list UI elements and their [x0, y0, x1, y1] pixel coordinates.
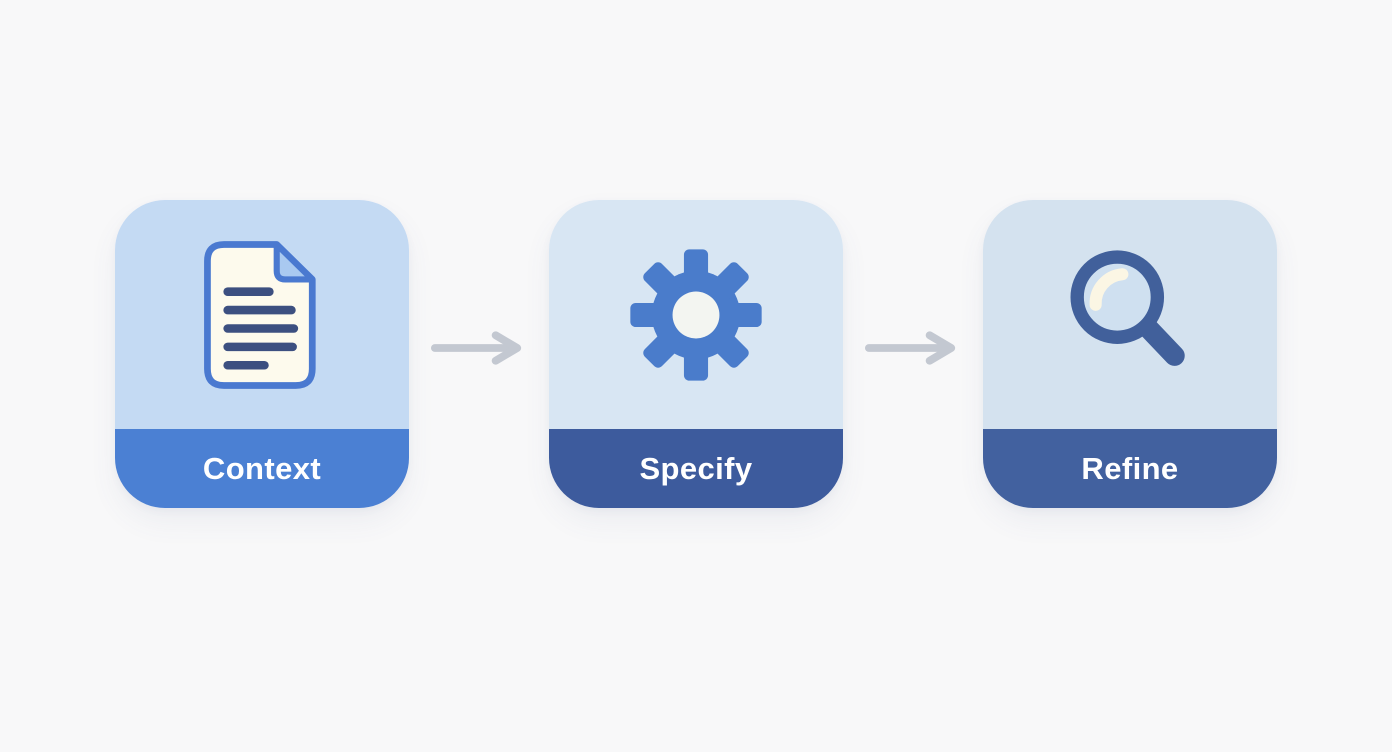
step-card-refine-panel [983, 200, 1277, 429]
step-label-refine: Refine [1081, 450, 1179, 486]
step-card-refine: Refine [983, 200, 1277, 508]
flow-diagram: Context [0, 200, 1392, 508]
step-label-specify: Specify [639, 450, 753, 486]
step-card-context-panel [115, 200, 409, 429]
step-band-context: Context [115, 429, 409, 508]
step-card-specify-panel [549, 200, 843, 429]
gear-icon [629, 248, 763, 382]
step-card-context: Context [115, 200, 409, 508]
magnifier-icon [1060, 242, 1200, 388]
right-arrow-icon [430, 331, 528, 371]
step-band-specify: Specify [549, 429, 843, 508]
document-icon [197, 239, 327, 391]
flow-connector-1 [409, 200, 549, 508]
step-band-refine: Refine [983, 429, 1277, 508]
step-label-context: Context [202, 450, 322, 486]
right-arrow-icon [864, 331, 962, 371]
step-card-specify: Specify [549, 200, 843, 508]
flow-connector-2 [843, 200, 983, 508]
